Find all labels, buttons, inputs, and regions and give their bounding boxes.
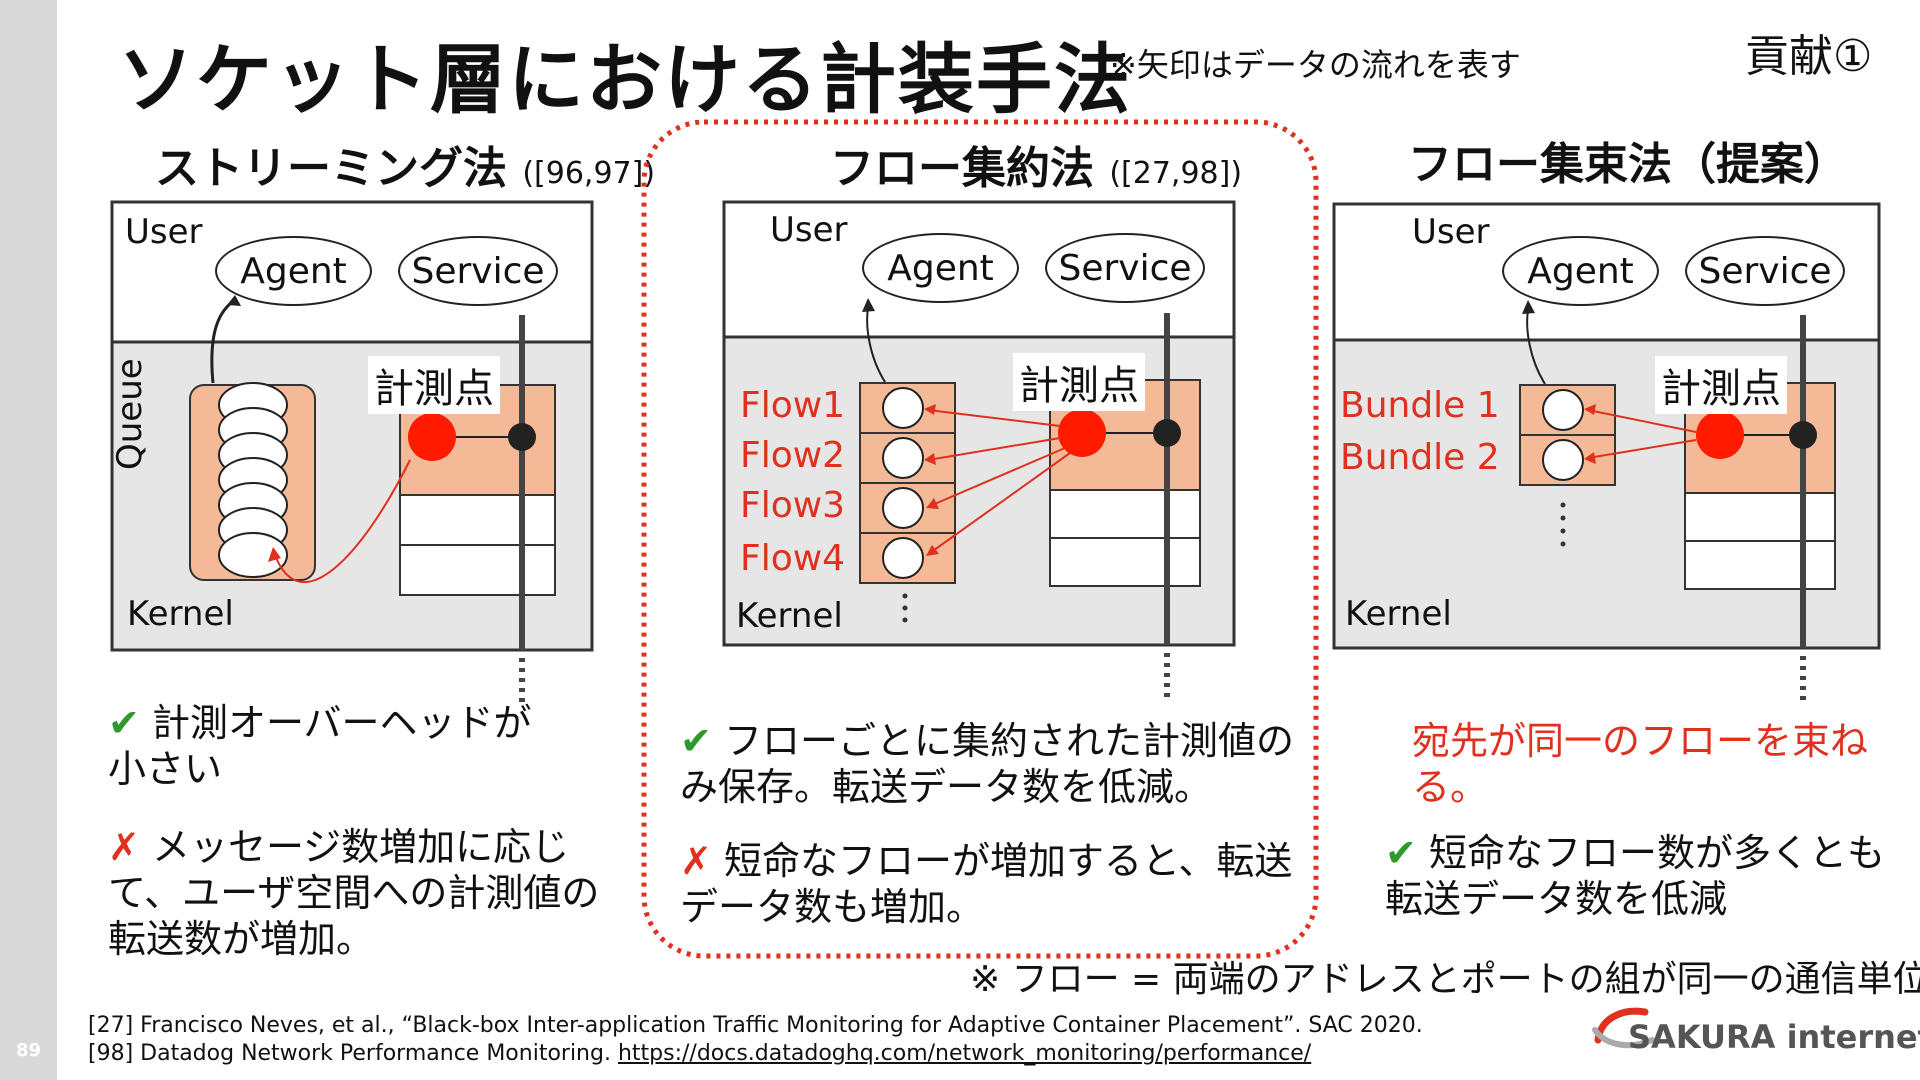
page-number: 89 [15,1040,42,1061]
col1-user-label: User [125,212,203,252]
col1-con-text: メッセージ数増加に応じて、ユーザ空間への計測値の転送数が増加。 [108,825,600,961]
col2-pro: ✔ フローごとに集約された計測値のみ保存。転送データ数を低減。 [680,718,1300,810]
col3-bundle2-label: Bundle 2 [1340,437,1500,478]
col1-agent-node: Agent [215,236,372,306]
col3-diagram [1332,202,1881,705]
col1-kernel-label: Kernel [127,594,234,634]
col2-flow4-label: Flow4 [740,538,846,579]
footnotes: [27] Francisco Neves, et al., “Black-box… [88,1012,1423,1068]
contribution-label: 貢献① [1745,31,1873,82]
col1-ref: ([96,97]) [522,156,656,191]
col1-pro: ✔ 計測オーバーヘッドが小さい [108,700,568,792]
col2-flow1-label: Flow1 [740,385,846,426]
col3-ellipsis-dots [1560,502,1566,547]
col2-con-text: 短命なフローが増加すると、転送データ数も増加。 [680,839,1293,929]
col2-flow-stack [859,382,956,584]
footnote-98-text: [98] Datadog Network Performance Monitor… [88,1041,618,1066]
cross-icon: ✗ [680,839,712,883]
flow-definition-note: ※ フロー = 両端のアドレスとポートの組が同一の通信単位 [970,959,1920,1000]
footnote-98: [98] Datadog Network Performance Monitor… [88,1040,1423,1068]
footnote-27: [27] Francisco Neves, et al., “Black-box… [88,1013,1423,1038]
col2-point-label: 計測点 [1013,353,1145,411]
col1-heading-text: ストリーミング法 [155,143,507,194]
footnote-98-link[interactable]: https://docs.datadoghq.com/network_monit… [617,1041,1312,1066]
col2-con: ✗ 短命なフローが増加すると、転送データ数も増加。 [680,838,1320,930]
col2-heading-text: フロー集約法 [830,143,1094,194]
col2-heading: フロー集約法 ([27,98]) [830,132,1242,196]
col3-agent-node: Agent [1502,236,1659,306]
cross-icon: ✗ [108,825,140,869]
col2-flow3-label: Flow3 [740,485,846,526]
col2-service-node: Service [1045,233,1205,303]
col2-ref: ([27,98]) [1109,156,1243,191]
col3-highlight: 宛先が同一のフローを束ねる。 [1412,719,1869,809]
check-icon: ✔ [680,719,712,763]
col1-con: ✗ メッセージ数増加に応じて、ユーザ空間への計測値の転送数が増加。 [108,824,628,962]
logo-text: SAKURA internet [1628,1018,1920,1056]
col1-pro-text: 計測オーバーヘッドが小さい [108,701,532,791]
col2-user-label: User [770,210,848,250]
arrow-note: ※矢印はデータの流れを表す [1110,46,1521,84]
highlight-dotted-frame [641,119,1319,959]
col3-service-node: Service [1685,236,1845,306]
slide-title: ソケット層における計装手法 [118,35,1132,124]
col2-flow2-label: Flow2 [740,435,846,476]
col1-point-label: 計測点 [368,356,500,414]
col1-diagram [110,200,594,705]
col2-ellipsis-dots [902,593,908,623]
col2-kernel-label: Kernel [736,596,843,636]
col3-heading: フロー集束法（提案） [1408,139,1848,190]
col3-user-label: User [1412,212,1490,252]
col1-service-node: Service [398,236,558,306]
col1-heading: ストリーミング法 ([96,97]) [155,132,655,196]
col2-agent-node: Agent [862,233,1019,303]
col3-bundle-stack [1519,384,1616,486]
col2-diagram [722,200,1236,703]
col1-queue-label: Queue [110,358,150,470]
check-icon: ✔ [1385,831,1417,875]
check-icon: ✔ [108,701,140,745]
left-sidebar-strip [0,0,57,1080]
col3-bundle1-label: Bundle 1 [1340,385,1500,426]
col1-queue-items [218,382,288,578]
col3-point-label: 計測点 [1655,356,1787,414]
col2-pro-text: フローごとに集約された計測値のみ保存。転送データ数を低減。 [680,719,1294,809]
sakura-logo-icon [1592,1007,1655,1049]
col3-kernel-label: Kernel [1345,594,1452,634]
col3-pro-text: 短命なフロー数が多くとも転送データ数を低減 [1385,831,1885,921]
col1-measure-point [408,413,456,461]
col3-measure-point [1696,411,1744,459]
col2-measure-point [1058,409,1106,457]
col3-pro: ✔ 短命なフロー数が多くとも転送データ数を低減 [1385,830,1885,922]
